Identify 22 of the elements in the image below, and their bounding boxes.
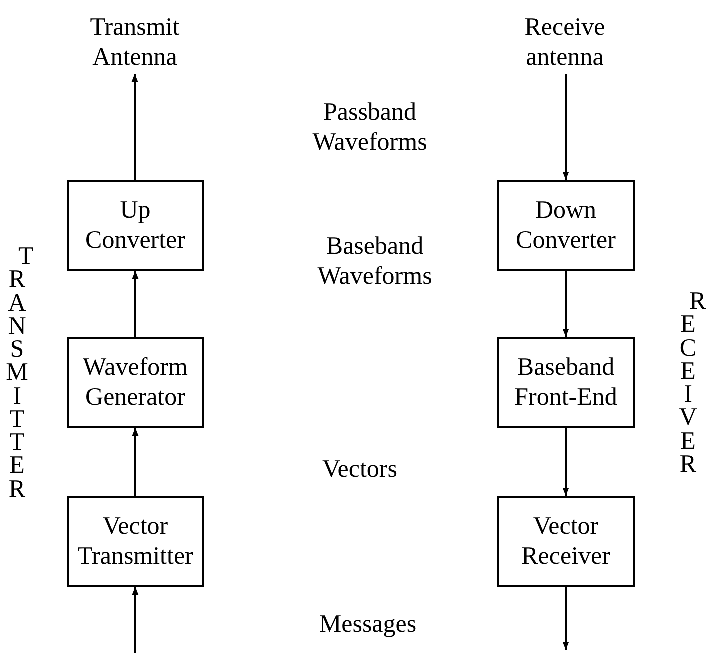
- section-label: RECEIVER: [678, 290, 712, 476]
- arrow: [562, 271, 570, 337]
- arrow: [562, 74, 570, 180]
- arrow: [562, 428, 570, 496]
- process-box: Vector Transmitter: [67, 496, 204, 587]
- process-box: Baseband Front-End: [497, 337, 635, 428]
- arrow: [132, 428, 139, 496]
- antenna-label: Transmit Antenna: [70, 12, 200, 74]
- process-box: Up Converter: [67, 180, 204, 271]
- signal-label: Vectors: [322, 455, 398, 485]
- signal-label: Passband Waveforms: [312, 98, 428, 158]
- process-box: Vector Receiver: [497, 496, 635, 587]
- arrow: [132, 271, 139, 337]
- signal-label: Baseband Waveforms: [316, 232, 434, 292]
- arrow: [132, 74, 138, 180]
- antenna-label: Receive antenna: [500, 12, 630, 74]
- signal-label: Messages: [318, 610, 418, 640]
- process-box: Down Converter: [497, 180, 635, 271]
- arrow: [132, 587, 139, 653]
- section-label: TRANSMITTER: [6, 245, 41, 501]
- arrow: [562, 587, 570, 650]
- process-box: Waveform Generator: [67, 337, 204, 428]
